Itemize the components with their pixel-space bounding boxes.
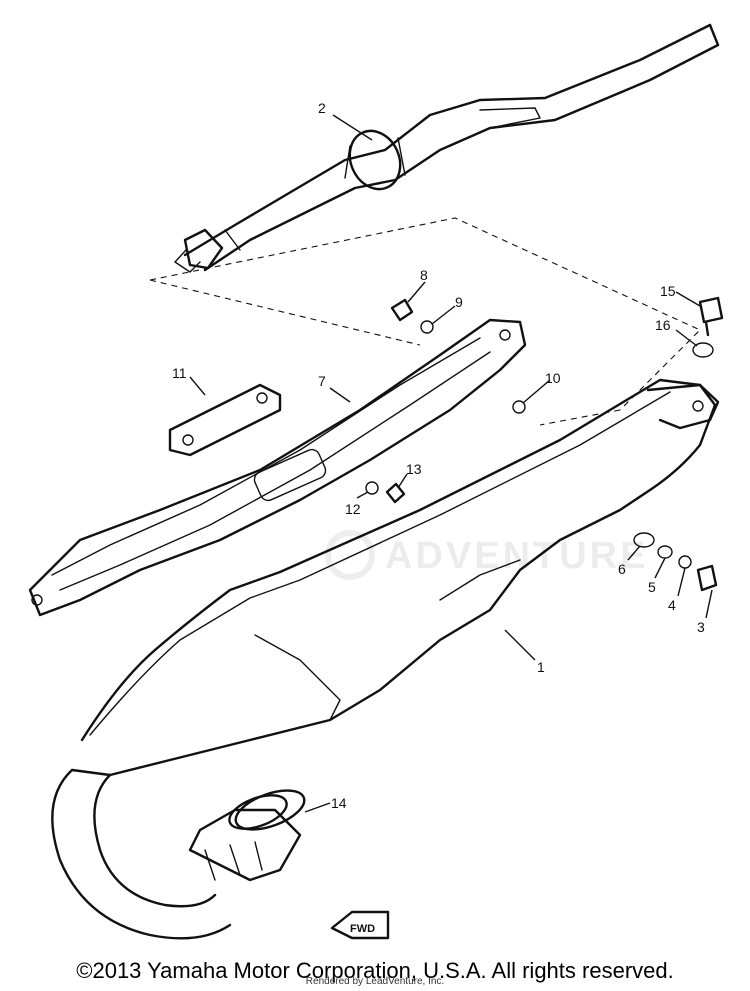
rendered-by-notice: Rendered by LeadVenture, Inc. bbox=[305, 976, 445, 987]
callout-10: 10 bbox=[545, 370, 561, 386]
callout-15: 15 bbox=[660, 283, 676, 299]
fwd-direction-arrow: FWD bbox=[330, 910, 390, 940]
callout-12: 12 bbox=[345, 501, 361, 517]
hardware-set bbox=[365, 296, 724, 592]
callout-11: 11 bbox=[172, 365, 187, 381]
callout-14: 14 bbox=[331, 795, 347, 811]
callout-8: 8 bbox=[420, 267, 428, 283]
callout-3: 3 bbox=[697, 619, 705, 635]
watermark-logo: ADVENTURE bbox=[325, 530, 648, 580]
fwd-label: FWD bbox=[350, 923, 375, 935]
silencer-tube bbox=[174, 23, 720, 273]
callout-13: 13 bbox=[406, 461, 422, 477]
copyright-notice: ©2013 Yamaha Motor Corporation, U.S.A. A… bbox=[76, 958, 674, 983]
bracket-plate bbox=[168, 383, 282, 457]
exhaust-gasket bbox=[234, 789, 306, 831]
callout-5: 5 bbox=[648, 579, 656, 595]
callout-9: 9 bbox=[455, 294, 463, 310]
callout-labels: 1 2 3 4 5 6 7 8 9 10 11 12 13 14 15 16 bbox=[172, 100, 713, 813]
callout-16: 16 bbox=[655, 317, 671, 333]
callout-4: 4 bbox=[668, 597, 676, 613]
callout-2: 2 bbox=[318, 100, 326, 116]
callout-6: 6 bbox=[618, 561, 626, 577]
heat-protector bbox=[28, 318, 527, 617]
callout-1: 1 bbox=[537, 659, 545, 675]
callout-7: 7 bbox=[318, 373, 326, 389]
watermark-text: ADVENTURE bbox=[385, 535, 648, 577]
expansion-chamber bbox=[51, 378, 720, 940]
